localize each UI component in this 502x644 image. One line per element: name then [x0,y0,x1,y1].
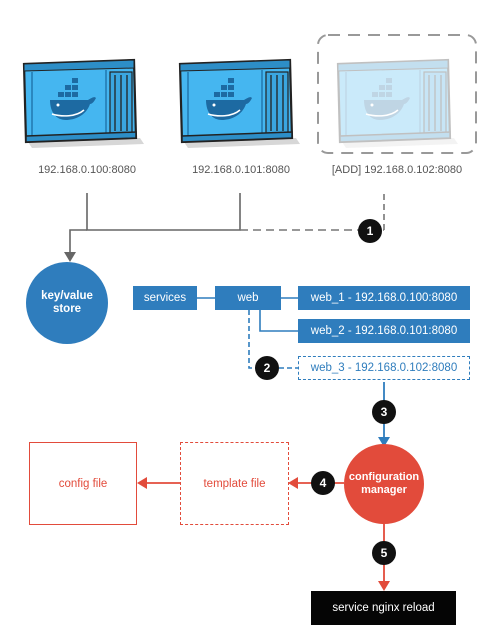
configuration-manager: configuration manager [344,444,424,524]
tree-node-web-2: web_2 - 192.168.0.101:8080 [298,319,470,343]
key-value-store: key/value store [26,262,108,344]
container-connector-lines [69,193,385,253]
arrow-icon [137,477,147,489]
step-badge: 3 [372,400,396,424]
arrow-icon [64,252,76,262]
tree-node-web: web [215,286,281,310]
added-container-frame [317,34,477,154]
step-badge: 4 [311,471,335,495]
tree-node-services: services [133,286,197,310]
container-ip-label: [ADD] 192.168.0.102:8080 [331,164,463,176]
step-badge: 2 [255,356,279,380]
arrow-icon [288,477,298,489]
config-file-box: config file [29,442,137,525]
docker-container-icon [336,58,460,150]
arrow-icon [378,581,390,591]
arrow-icon [378,437,390,447]
template-file-box: template file [180,442,289,525]
tree-node-web-1: web_1 - 192.168.0.100:8080 [298,286,470,310]
nginx-reload-command: service nginx reload [311,591,456,625]
step-badge: 1 [358,219,382,243]
container-ip-label: 192.168.0.101:8080 [192,164,290,176]
tree-connector-lines [197,297,298,369]
docker-container-icon [178,58,302,150]
docker-container-icon [22,58,146,150]
step-badge: 5 [372,541,396,565]
container-ip-label: 192.168.0.100:8080 [38,164,136,176]
tree-node-web-3: web_3 - 192.168.0.102:8080 [298,356,470,380]
